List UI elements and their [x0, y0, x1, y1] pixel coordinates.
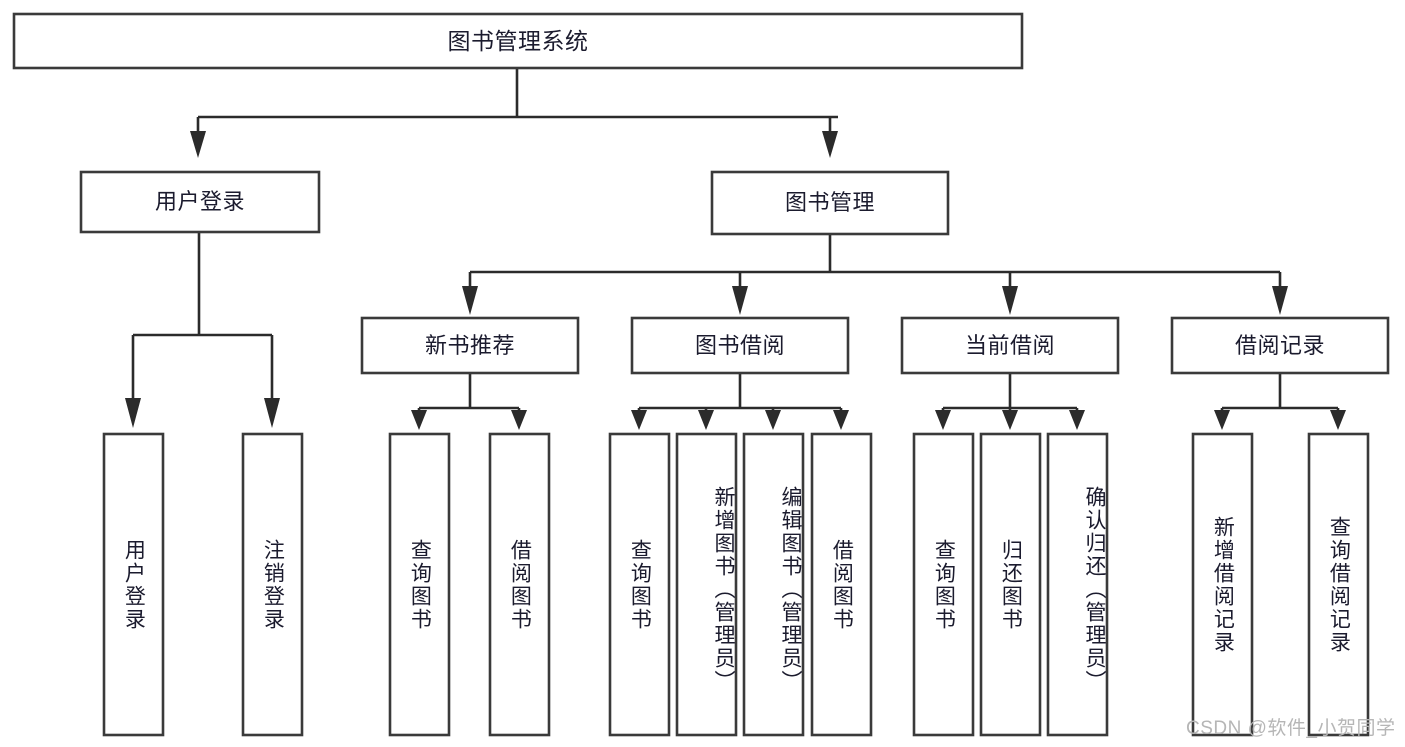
arrow-head-leaf-query-book-3 — [935, 410, 951, 430]
edge-group-root — [190, 68, 838, 158]
arrow-head-leaf-user-login — [125, 398, 141, 428]
arrow-head-leaf-edit-book — [765, 410, 781, 430]
node-leaf-borrow-book-1-rect[interactable] — [488, 432, 551, 737]
arrow-head-new-book-recommend — [462, 286, 478, 315]
arrow-head-leaf-borrow-book-1 — [511, 410, 527, 430]
edge-group-current-borrow — [935, 373, 1085, 430]
arrow-head-borrow-record — [1272, 286, 1288, 315]
edge-group-new-book-recommend — [411, 373, 527, 430]
arrow-head-leaf-logout-login — [264, 398, 280, 428]
edge-group-borrow-record — [1214, 373, 1346, 430]
node-leaf-edit-book-rect[interactable] — [742, 432, 805, 737]
node-leaf-query-book-2-rect[interactable] — [608, 432, 671, 737]
node-leaf-confirm-return-rect[interactable] — [1046, 432, 1109, 737]
node-leaf-query-book-3-rect[interactable] — [912, 432, 975, 737]
node-leaf-user-login-rect[interactable] — [102, 432, 165, 737]
node-book-borrow-rect[interactable] — [630, 316, 850, 375]
arrow-head-current-borrow — [1002, 286, 1018, 315]
arrow-head-leaf-borrow-book-2 — [833, 410, 849, 430]
node-leaf-add-book-rect[interactable] — [675, 432, 738, 737]
arrow-head-leaf-add-book — [698, 410, 714, 430]
node-root-rect[interactable] — [12, 12, 1024, 70]
edge-group-book-manage — [462, 235, 1288, 315]
node-new-book-recommend-rect[interactable] — [360, 316, 580, 375]
node-leaf-borrow-book-2-rect[interactable] — [810, 432, 873, 737]
arrow-head-leaf-return-book — [1002, 410, 1018, 430]
edge-group-book-borrow — [631, 373, 849, 430]
edge-group-user-login — [125, 232, 280, 428]
arrow-head-user-login — [190, 131, 206, 158]
node-leaf-add-record-rect[interactable] — [1191, 432, 1254, 737]
node-book-manage-rect[interactable] — [710, 170, 950, 236]
arrow-head-leaf-query-book-2 — [631, 410, 647, 430]
arrow-head-book-borrow — [732, 286, 748, 315]
node-leaf-return-book-rect[interactable] — [979, 432, 1042, 737]
watermark-text: CSDN @软件_小贺同学 — [1186, 718, 1396, 739]
node-leaf-query-record-rect[interactable] — [1307, 432, 1370, 737]
node-borrow-record-rect[interactable] — [1170, 316, 1390, 375]
node-current-borrow-rect[interactable] — [900, 316, 1120, 375]
arrow-head-leaf-confirm-return — [1069, 410, 1085, 430]
arrow-head-leaf-add-record — [1214, 410, 1230, 430]
arrow-head-book-manage — [822, 131, 838, 158]
node-leaf-logout-login-rect[interactable] — [241, 432, 304, 737]
arrow-head-leaf-query-record — [1330, 410, 1346, 430]
arrow-head-leaf-query-book-1 — [411, 410, 427, 430]
node-leaf-query-book-1-rect[interactable] — [388, 432, 451, 737]
node-user-login-rect[interactable] — [79, 170, 321, 234]
